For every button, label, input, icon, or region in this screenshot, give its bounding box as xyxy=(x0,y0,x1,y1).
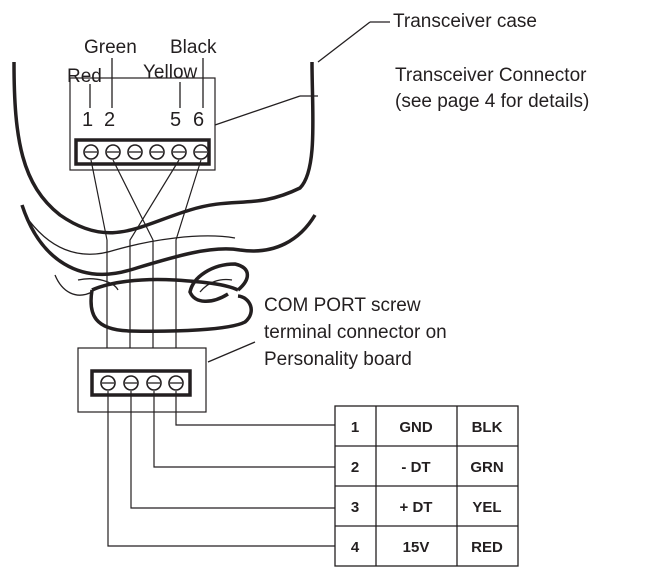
table-row-4-pin: 4 xyxy=(351,539,360,556)
table-row-1-color: BLK xyxy=(472,419,503,436)
table-row-3-color: YEL xyxy=(472,499,501,516)
case-leader-line xyxy=(317,21,371,63)
connector-leader-line xyxy=(214,95,301,126)
com-port-connector xyxy=(77,347,207,413)
table-row-3-pin: 3 xyxy=(351,499,359,516)
com-port-leader-line xyxy=(207,341,256,363)
callout-com-port-line-3: Personality board xyxy=(264,349,412,370)
callout-connector-line-2: (see page 4 for details) xyxy=(395,91,589,112)
wire-to-pin-4 xyxy=(107,391,335,547)
wire-to-pin-1 xyxy=(175,391,335,426)
wire-label-green: Green xyxy=(84,37,137,58)
table-row-2-color: GRN xyxy=(470,459,503,476)
table-row-1-signal: GND xyxy=(399,419,433,436)
connector-screws xyxy=(83,144,209,160)
wire-black xyxy=(175,159,202,378)
callout-com-port-line-1: COM PORT screw xyxy=(264,295,421,316)
com-port-screw-strip xyxy=(90,369,192,397)
connector-pin-1: 1 xyxy=(82,109,93,131)
connector-screw-strip xyxy=(74,138,211,166)
wire-to-pin-2 xyxy=(153,391,335,468)
callout-com-port-line-2: terminal connector on xyxy=(264,322,447,343)
table-row-4-signal: 15V xyxy=(403,539,430,556)
table-row-4-color: RED xyxy=(471,539,503,556)
connector-pin-2: 2 xyxy=(104,109,115,131)
wire-green xyxy=(112,159,154,378)
table-wires xyxy=(107,391,335,547)
table-row-1-pin: 1 xyxy=(351,419,359,436)
table-row-2-pin: 2 xyxy=(351,459,359,476)
connector-pin-5: 5 xyxy=(170,109,181,131)
callout-connector-line-1: Transceiver Connector xyxy=(395,65,587,86)
wire-to-pin-3 xyxy=(130,391,335,509)
com-port-housing xyxy=(77,347,207,413)
wire-label-red: Red xyxy=(67,66,102,87)
wire-label-black: Black xyxy=(170,37,217,58)
table-row-3-signal: + DT xyxy=(400,499,433,516)
table-row-2-signal: - DT xyxy=(401,459,430,476)
wire-label-yellow: Yellow xyxy=(143,62,198,83)
connector-pin-6: 6 xyxy=(193,109,204,131)
callout-transceiver-case: Transceiver case xyxy=(393,11,537,32)
wire-yellow xyxy=(129,159,180,378)
pinout-table: 1 GND BLK 2 - DT GRN 3 + DT YEL 4 15V RE… xyxy=(334,405,519,567)
wire-red xyxy=(90,159,108,378)
wire-bundle xyxy=(90,159,202,378)
